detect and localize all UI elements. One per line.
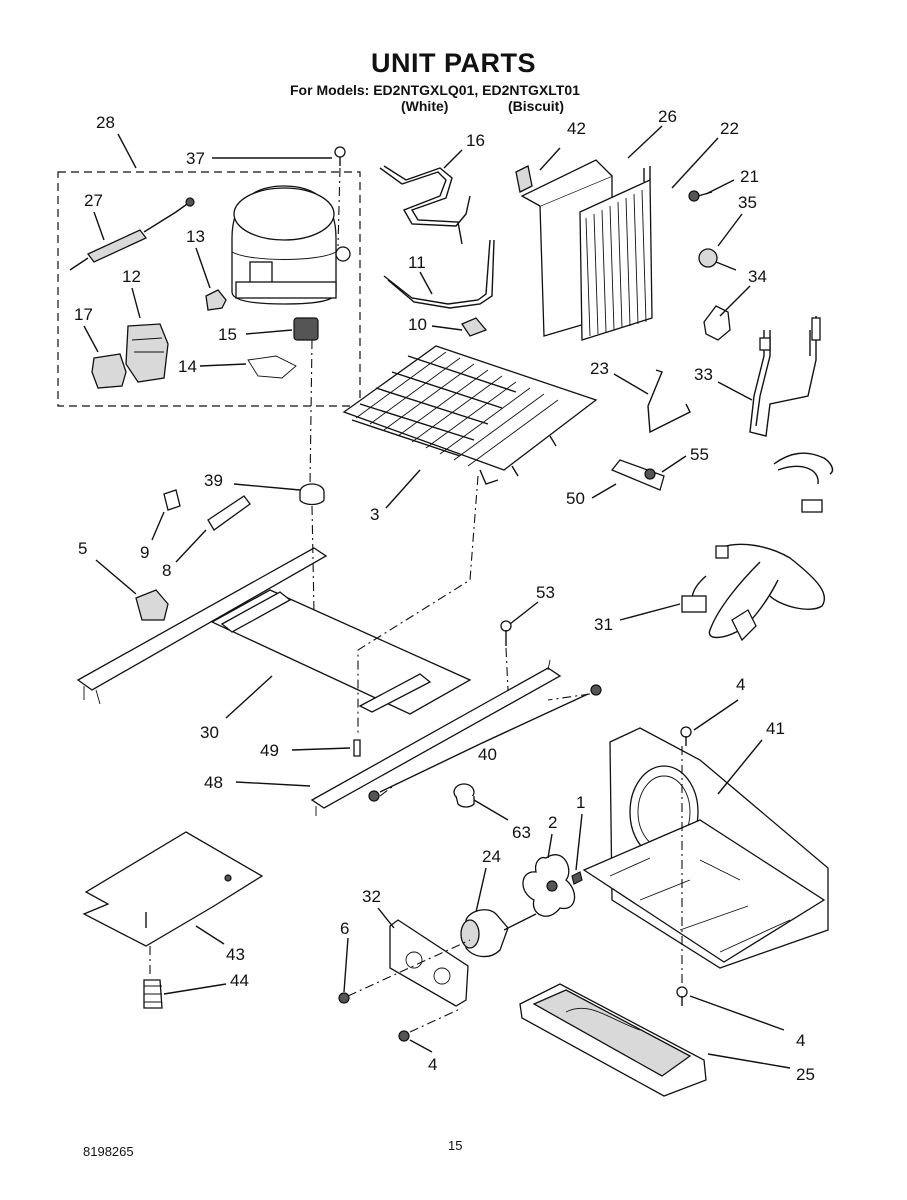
overload bbox=[91, 353, 127, 389]
callout-2: 2 bbox=[548, 813, 557, 832]
rail-48 bbox=[310, 659, 562, 816]
callout-6: 6 bbox=[340, 919, 349, 938]
model-color-biscuit: (Biscuit) bbox=[508, 98, 564, 114]
callout-30: 30 bbox=[200, 723, 219, 742]
callout-48: 48 bbox=[204, 773, 223, 792]
callout-27: 27 bbox=[84, 191, 103, 210]
capacitor bbox=[69, 197, 195, 271]
callout-42: 42 bbox=[567, 119, 586, 138]
leader-lines bbox=[83, 125, 791, 1069]
screw-4c bbox=[398, 1030, 410, 1042]
callout-10: 10 bbox=[408, 315, 427, 334]
callout-12: 12 bbox=[122, 267, 141, 286]
model-color-white: (White) bbox=[401, 98, 449, 114]
callout-9: 9 bbox=[140, 543, 149, 562]
callout-32: 32 bbox=[362, 887, 381, 906]
callout-4c: 4 bbox=[428, 1055, 437, 1074]
fan-motor-24 bbox=[460, 909, 537, 958]
wiring-harness bbox=[681, 452, 834, 642]
callout-37: 37 bbox=[186, 149, 205, 168]
callout-21: 21 bbox=[740, 167, 759, 186]
callout-11: 11 bbox=[408, 253, 426, 272]
callout-34: 34 bbox=[748, 267, 767, 286]
callout-26: 26 bbox=[658, 107, 677, 126]
drain-pan-25 bbox=[519, 983, 707, 1097]
screw-53 bbox=[500, 620, 512, 646]
fan-blade-2 bbox=[522, 854, 576, 917]
model-numbers: For Models: ED2NTGXLQ01, ED2NTGXLT01 bbox=[290, 82, 580, 98]
callout-39: 39 bbox=[204, 471, 223, 490]
callout-49: 49 bbox=[260, 741, 279, 760]
clip bbox=[293, 317, 319, 341]
motor-bracket-32 bbox=[389, 919, 469, 1007]
grommet-63 bbox=[453, 783, 475, 808]
terminal-cover bbox=[205, 289, 227, 311]
leveler-44 bbox=[143, 979, 163, 1009]
document-number: 8198265 bbox=[83, 1144, 134, 1159]
callout-35: 35 bbox=[738, 193, 757, 212]
callout-4b: 4 bbox=[796, 1031, 805, 1050]
evaporator-bracket bbox=[515, 165, 533, 193]
callout-55: 55 bbox=[690, 445, 709, 464]
drain-trough-clip bbox=[647, 369, 691, 434]
base-frame-30 bbox=[210, 589, 472, 715]
screw-40b bbox=[368, 790, 380, 802]
callout-28: 28 bbox=[96, 113, 115, 132]
bumper-5 bbox=[135, 589, 169, 621]
tubing-16 bbox=[379, 165, 471, 245]
callout-4a: 4 bbox=[736, 675, 745, 694]
callout-63: 63 bbox=[512, 823, 531, 842]
page-title: UNIT PARTS bbox=[371, 48, 536, 78]
callout-23: 23 bbox=[590, 359, 609, 378]
callout-5: 5 bbox=[78, 539, 87, 558]
callout-13: 13 bbox=[186, 227, 205, 246]
callout-31: 31 bbox=[594, 615, 613, 634]
callout-44: 44 bbox=[230, 971, 249, 990]
callout-40: 40 bbox=[478, 745, 497, 764]
screw-4b bbox=[676, 986, 688, 1006]
callout-1: 1 bbox=[576, 793, 585, 812]
tubing-11 bbox=[383, 239, 495, 309]
defrost-heater bbox=[749, 316, 821, 437]
grommet-8 bbox=[207, 495, 251, 531]
evaporator bbox=[579, 166, 653, 341]
callout-8: 8 bbox=[162, 561, 171, 580]
callout-14: 14 bbox=[178, 357, 197, 376]
compressor bbox=[231, 185, 351, 305]
harness-clip bbox=[247, 355, 297, 379]
access-panel-43 bbox=[82, 831, 264, 947]
relay bbox=[125, 323, 169, 383]
screw-49 bbox=[353, 739, 361, 757]
mounting-screw-37 bbox=[334, 146, 346, 166]
page-number: 15 bbox=[448, 1138, 463, 1153]
screw-6 bbox=[338, 992, 350, 1004]
compressor-group-box bbox=[57, 171, 361, 407]
callout-16: 16 bbox=[466, 131, 485, 150]
grommet-9 bbox=[163, 489, 181, 511]
callout-22: 22 bbox=[720, 119, 739, 138]
callout-15: 15 bbox=[218, 325, 237, 344]
screw-4a bbox=[680, 726, 692, 746]
callout-53: 53 bbox=[536, 583, 555, 602]
fan-shroud-41 bbox=[582, 727, 829, 969]
thermostat-clip bbox=[703, 305, 731, 341]
callout-43: 43 bbox=[226, 945, 245, 964]
condenser-clip bbox=[461, 317, 488, 337]
callout-3: 3 bbox=[370, 505, 379, 524]
fan-nut-1 bbox=[571, 871, 583, 885]
heater-bracket bbox=[610, 459, 665, 491]
callout-50: 50 bbox=[566, 489, 585, 508]
callout-25: 25 bbox=[796, 1065, 815, 1084]
screw-40a bbox=[590, 684, 602, 696]
callout-41: 41 bbox=[766, 719, 785, 738]
callout-24: 24 bbox=[482, 847, 501, 866]
grommet-39 bbox=[299, 483, 325, 506]
rail-5 bbox=[76, 547, 328, 705]
callout-33: 33 bbox=[694, 365, 713, 384]
defrost-thermostat bbox=[698, 248, 737, 271]
condenser-coil bbox=[342, 345, 598, 485]
callout-17: 17 bbox=[74, 305, 93, 324]
